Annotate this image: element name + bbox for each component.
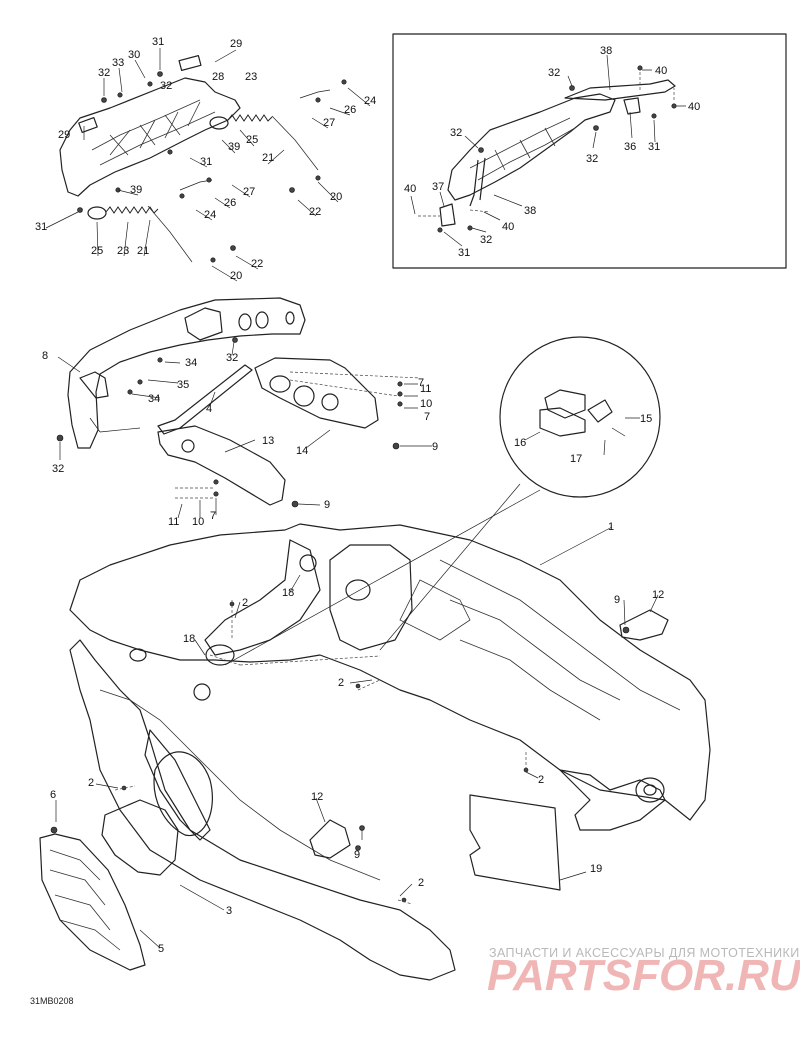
callout-17: 17 — [570, 453, 582, 465]
callouts-middle: 8 34 32 35 34 4 7 11 10 7 9 14 32 13 9 1… — [42, 350, 438, 528]
callout-3: 3 — [226, 905, 232, 917]
rear-bumper-assembly — [59, 54, 347, 263]
callout-24: 24 — [204, 209, 216, 221]
callouts-main: 1 18 2 18 2 9 12 2 2 6 12 9 2 19 3 5 — [50, 521, 664, 955]
callout-37: 37 — [432, 181, 444, 193]
callout-18: 18 — [282, 587, 294, 599]
callout-26: 26 — [224, 197, 236, 209]
callout-2: 2 — [538, 774, 544, 786]
callout-7: 7 — [210, 510, 216, 522]
main-body-pan — [50, 523, 711, 981]
callout-23: 23 — [245, 71, 257, 83]
callout-2: 2 — [418, 877, 424, 889]
callout-9: 9 — [432, 441, 438, 453]
callout-40: 40 — [688, 101, 700, 113]
callout-32: 32 — [160, 80, 172, 92]
side-panels — [39, 794, 561, 971]
callout-12: 12 — [652, 589, 664, 601]
callout-21: 21 — [137, 245, 149, 257]
callout-24: 24 — [364, 95, 376, 107]
callout-40: 40 — [655, 65, 667, 77]
callout-25: 25 — [246, 134, 258, 146]
callout-8: 8 — [42, 350, 48, 362]
callout-30: 30 — [128, 49, 140, 61]
callout-36: 36 — [624, 141, 636, 153]
callout-1: 1 — [608, 521, 614, 533]
callout-32: 32 — [450, 127, 462, 139]
callout-39: 39 — [228, 141, 240, 153]
watermark-logo: PARTSFOR.RU — [487, 951, 800, 1000]
callout-29: 29 — [230, 38, 242, 50]
callout-27: 27 — [243, 186, 255, 198]
callout-31: 31 — [152, 36, 164, 48]
callout-40: 40 — [502, 221, 514, 233]
callout-32: 32 — [480, 234, 492, 246]
callout-13: 13 — [262, 435, 274, 447]
inset-box — [392, 33, 787, 269]
callout-31: 31 — [648, 141, 660, 153]
callout-32: 32 — [226, 352, 238, 364]
callout-4: 4 — [206, 403, 212, 415]
callout-35: 35 — [177, 379, 189, 391]
callout-38: 38 — [524, 205, 536, 217]
callout-40: 40 — [404, 183, 416, 195]
callout-10: 10 — [192, 516, 204, 528]
callout-33: 33 — [112, 57, 124, 69]
callout-14: 14 — [296, 445, 308, 457]
callout-28: 28 — [212, 71, 224, 83]
middle-brackets — [56, 297, 432, 519]
callout-19: 19 — [590, 863, 602, 875]
callout-16: 16 — [514, 437, 526, 449]
callout-39: 39 — [130, 184, 142, 196]
watermark-tagline: ЗАПЧАСТИ И АКСЕССУАРЫ ДЛЯ МОТОТЕХНИКИ — [489, 946, 800, 960]
callout-2: 2 — [88, 777, 94, 789]
callout-32: 32 — [548, 67, 560, 79]
callout-32: 32 — [98, 67, 110, 79]
callout-6: 6 — [50, 789, 56, 801]
diagram-code: 31MB0208 — [30, 996, 74, 1006]
callouts-inset: 38 32 40 40 32 32 36 31 40 37 38 40 32 3… — [404, 45, 700, 259]
callout-11: 11 — [420, 383, 431, 395]
callout-20: 20 — [330, 191, 342, 203]
detail-circle — [224, 336, 661, 666]
callout-38: 38 — [600, 45, 612, 57]
callout-12: 12 — [311, 791, 323, 803]
callout-11: 11 — [168, 516, 179, 528]
callout-5: 5 — [158, 943, 164, 955]
watermark: ЗАПЧАСТИ И АКСЕССУАРЫ ДЛЯ МОТОТЕХНИКИ PA… — [487, 946, 800, 1000]
callout-9: 9 — [324, 499, 330, 511]
callout-7: 7 — [418, 377, 424, 389]
callouts-rear-bumper: 31 29 30 33 32 32 28 23 24 26 27 29 25 3… — [35, 36, 376, 282]
callout-27: 27 — [323, 117, 335, 129]
callout-23: 23 — [117, 245, 129, 257]
callout-31: 31 — [35, 221, 47, 233]
callout-34: 34 — [185, 357, 197, 369]
callout-2: 2 — [338, 677, 344, 689]
callout-29: 29 — [58, 129, 70, 141]
callout-10: 10 — [420, 398, 432, 410]
callout-21: 21 — [262, 152, 274, 164]
callout-25: 25 — [91, 245, 103, 257]
callout-2: 2 — [242, 597, 248, 609]
callout-9: 9 — [354, 849, 360, 861]
callout-26: 26 — [344, 104, 356, 116]
callouts-detail: 15 16 17 — [514, 413, 652, 465]
callout-9: 9 — [614, 594, 620, 606]
callout-7: 7 — [424, 411, 430, 423]
callout-22: 22 — [309, 206, 321, 218]
callout-34: 34 — [148, 393, 160, 405]
callout-15: 15 — [640, 413, 652, 425]
callout-31: 31 — [458, 247, 470, 259]
callout-32: 32 — [52, 463, 64, 475]
callout-32: 32 — [586, 153, 598, 165]
callout-18: 18 — [183, 633, 195, 645]
